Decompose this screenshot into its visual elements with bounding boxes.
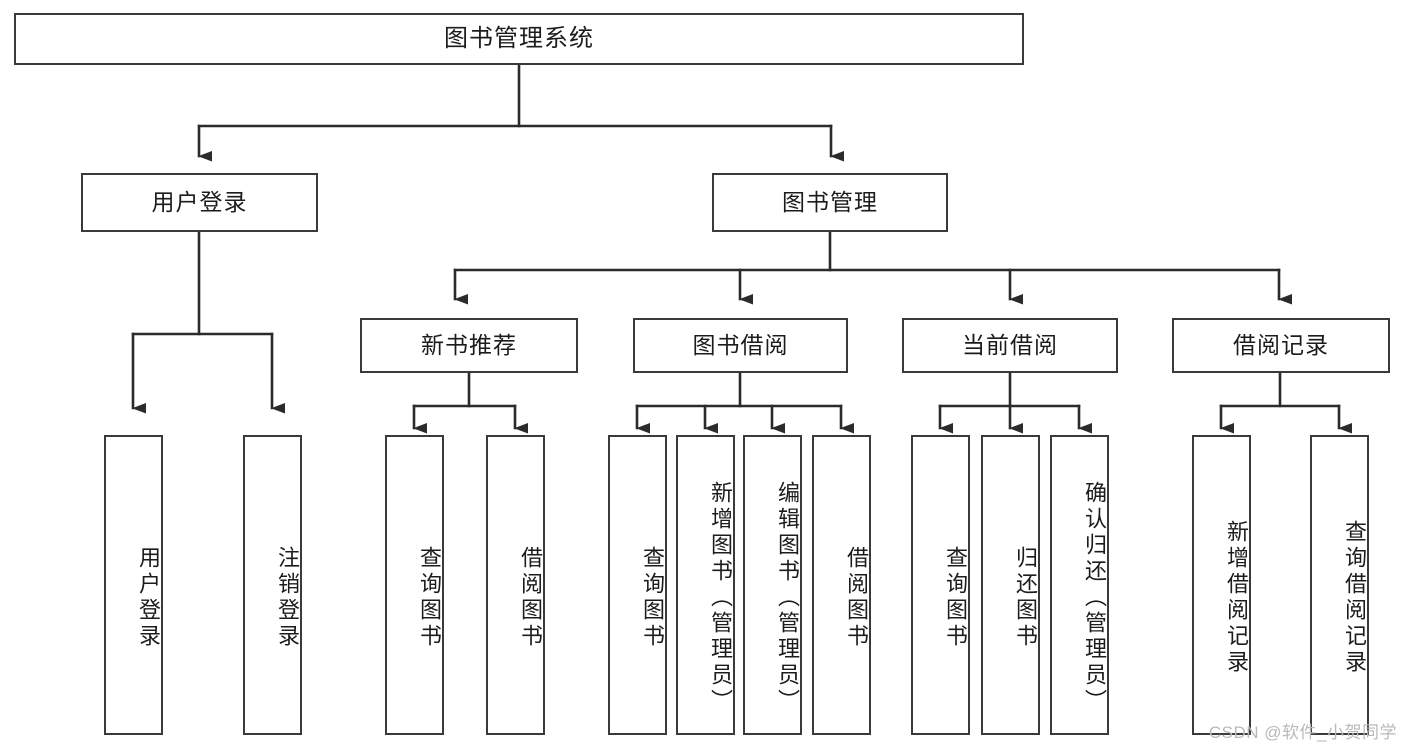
leaf-user-logout[interactable]: 注销登录 [243,435,302,735]
leaf-user-login[interactable]: 用户登录 [104,435,163,735]
leaf-current-confirm-return[interactable]: 确认归还（管理员） [1050,435,1109,735]
leaf-current-return-book[interactable]: 归还图书 [981,435,1040,735]
node-current-borrow[interactable]: 当前借阅 [902,318,1118,373]
leaf-rec-query-book[interactable]: 查询图书 [385,435,444,735]
node-user-login[interactable]: 用户登录 [81,173,318,232]
node-book-borrow[interactable]: 图书借阅 [633,318,848,373]
node-book-manage[interactable]: 图书管理 [712,173,948,232]
leaf-borrow-add-book[interactable]: 新增图书（管理员） [676,435,735,735]
node-root-图书管理系统[interactable]: 图书管理系统 [14,13,1024,65]
leaf-record-add[interactable]: 新增借阅记录 [1192,435,1251,735]
leaf-current-query-book[interactable]: 查询图书 [911,435,970,735]
leaf-borrow-edit-book[interactable]: 编辑图书（管理员） [743,435,802,735]
node-new-book-rec[interactable]: 新书推荐 [360,318,578,373]
leaf-borrow-borrow-book[interactable]: 借阅图书 [812,435,871,735]
leaf-borrow-query-book[interactable]: 查询图书 [608,435,667,735]
leaf-rec-borrow-book[interactable]: 借阅图书 [486,435,545,735]
csdn-watermark: CSDN @软件_小贺同学 [1208,723,1397,742]
leaf-record-query[interactable]: 查询借阅记录 [1310,435,1369,735]
node-borrow-record[interactable]: 借阅记录 [1172,318,1390,373]
